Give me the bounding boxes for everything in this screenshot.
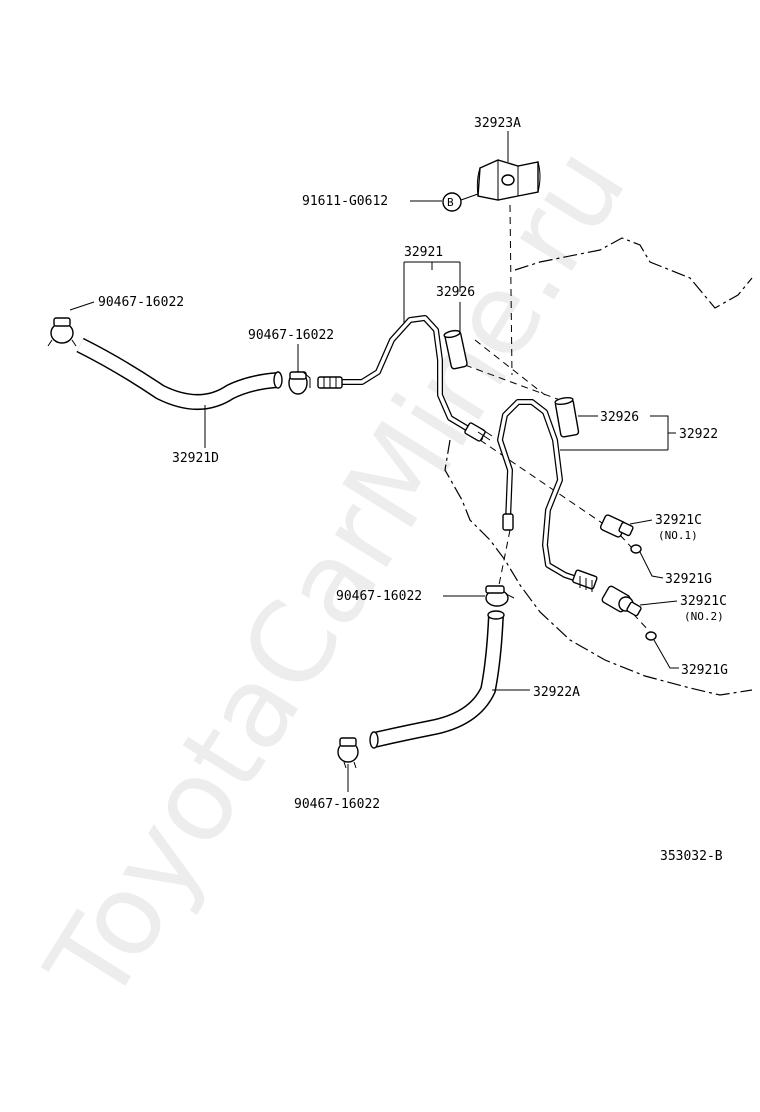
hose-32921D — [76, 337, 283, 410]
badge-b-text: B — [447, 196, 454, 209]
bracket-32922 — [560, 415, 676, 451]
label-32921: 32921 — [404, 245, 443, 260]
hose-clip-bottom — [337, 737, 359, 769]
label-90467-top-mid: 90467-16022 — [248, 328, 334, 343]
figure-code: 353032-B — [660, 849, 723, 864]
dash-upper-sleeve — [474, 339, 546, 396]
engine-outline-upper — [514, 237, 753, 309]
hose-clip-top-left — [47, 317, 77, 347]
engine-outline-left — [444, 439, 753, 696]
leader-badge-to-clamp — [460, 193, 479, 201]
label-32922A: 32922A — [533, 685, 580, 700]
bracket-32921 — [403, 261, 461, 338]
leader-32921C-1 — [629, 519, 653, 525]
leader-32921C-2 — [639, 600, 678, 606]
label-91611-G0612: 91611-G0612 — [302, 194, 388, 209]
label-32921G-2: 32921G — [681, 663, 728, 678]
badge-b-circle — [442, 192, 462, 212]
label-no1: (NO.1) — [658, 529, 698, 542]
sleeve-32926-right — [554, 396, 580, 438]
dash-union1-to-washer — [619, 534, 633, 549]
dash-clamp-to-engine — [509, 204, 513, 376]
label-32921C-2: 32921C — [680, 594, 727, 609]
hose-32922A — [369, 610, 505, 749]
label-32921C-1: 32921C — [655, 513, 702, 528]
sleeve-32926-top — [443, 329, 468, 370]
hose-clip-mid — [485, 585, 515, 607]
leader-90467-top-left — [69, 301, 95, 311]
leader-32921G-2 — [653, 639, 679, 669]
clamp-32923A — [476, 159, 541, 201]
label-90467-top-left: 90467-16022 — [98, 295, 184, 310]
washer-32921G-2 — [645, 631, 657, 641]
dash-pipe-to-hose — [496, 529, 511, 596]
label-32921G-1: 32921G — [665, 572, 712, 587]
pipe-32922 — [497, 399, 598, 592]
leader-32921G-1 — [639, 551, 664, 579]
union-32921C-no2 — [601, 585, 642, 617]
watermark-text: ToyotaCarMine.ru — [22, 126, 651, 1025]
label-32926-top: 32926 — [436, 285, 475, 300]
label-32922: 32922 — [679, 427, 718, 442]
washer-32921G-1 — [630, 544, 642, 554]
label-no2: (NO.2) — [684, 610, 724, 623]
label-32923A: 32923A — [474, 116, 521, 131]
dash-to-union1 — [479, 439, 606, 526]
label-90467-bottom: 90467-16022 — [294, 797, 380, 812]
hose-clip-top-mid — [288, 371, 311, 395]
label-90467-mid: 90467-16022 — [336, 589, 422, 604]
label-32921D: 32921D — [172, 451, 219, 466]
pipe-32921 — [317, 315, 493, 442]
union-32921C-no1 — [599, 514, 634, 538]
label-32926-right: 32926 — [600, 410, 639, 425]
dash-sleeve-to-right — [464, 364, 561, 401]
